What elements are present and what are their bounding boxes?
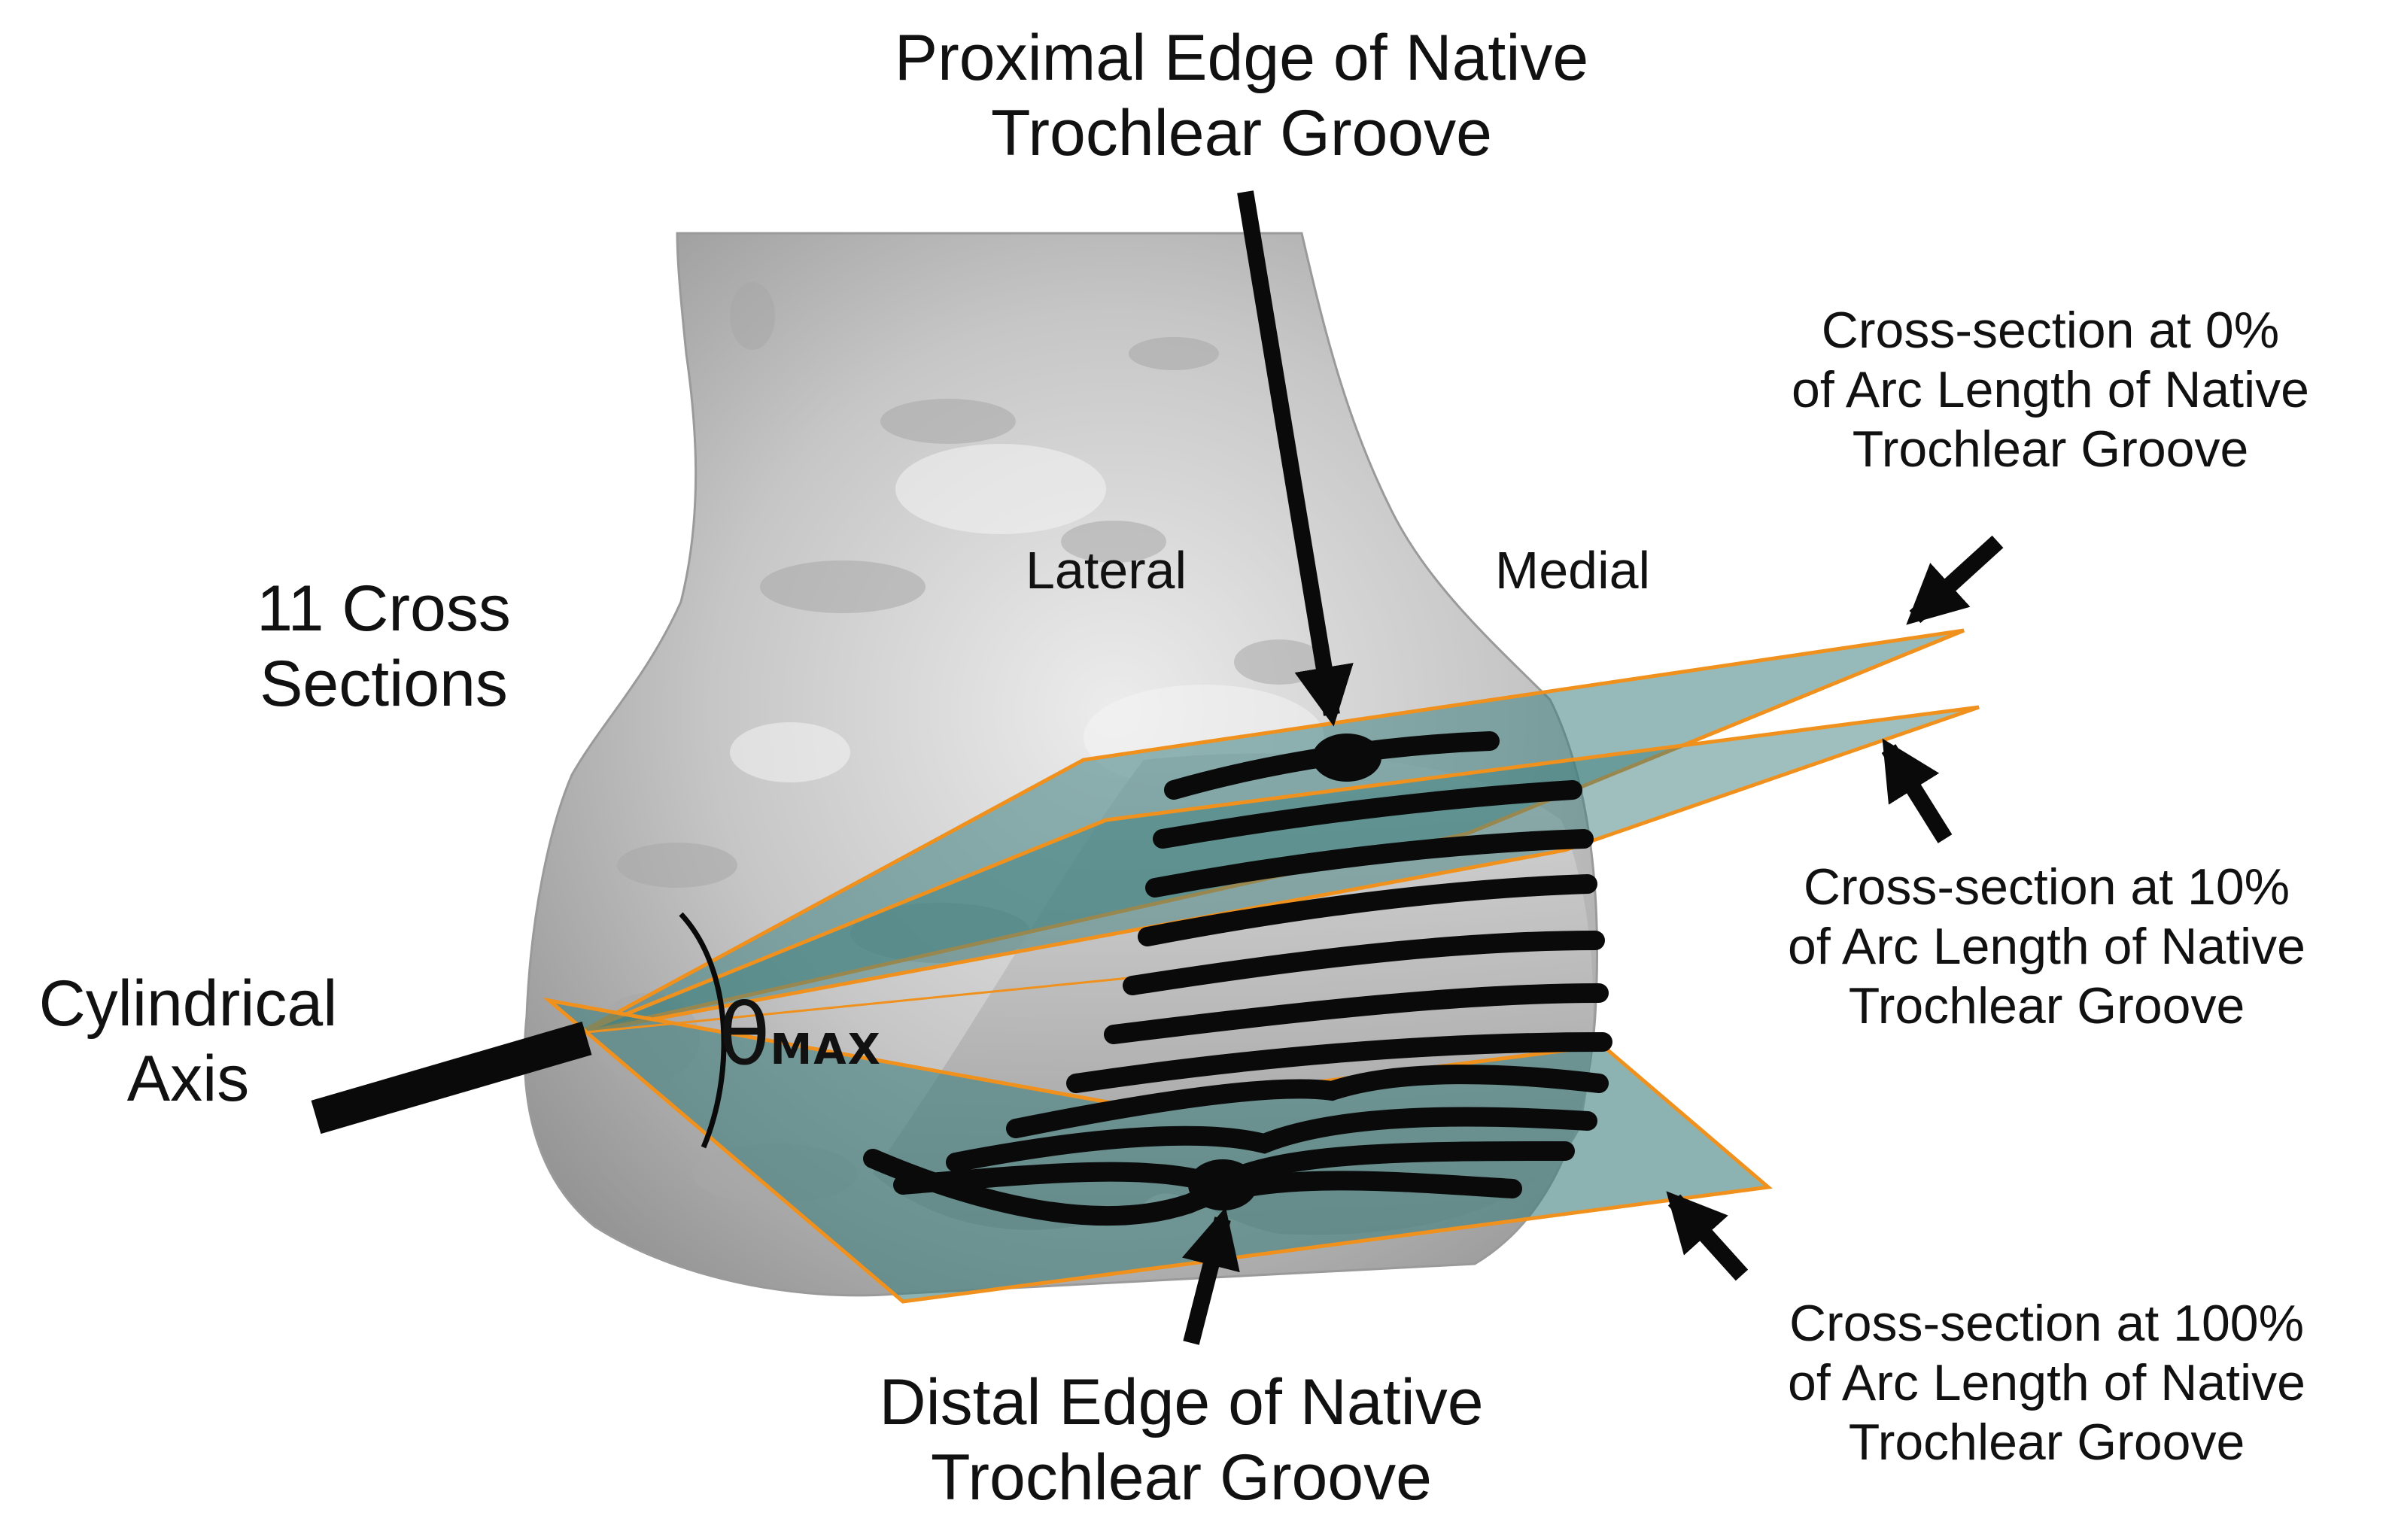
distal-edge-arrow [1181,1207,1240,1345]
theta-symbol: θ [719,986,770,1084]
contour-line-9 [946,1107,1597,1172]
cs-0-label: Cross-section at 0% of Arc Length of Nat… [1701,301,2389,479]
cs-10-arrow [1881,738,1953,843]
cross-sections-count-label: 11 Cross Sections [203,572,564,722]
cs-10-line-1: Cross-section at 10% [1803,858,2290,916]
proximal-edge-line-2: Trochlear Groove [991,96,1492,169]
distal-edge-marker [1188,1159,1257,1210]
proximal-edge-arrow [1237,190,1354,727]
theta-arc [679,912,727,1149]
cs-100-line-1: Cross-section at 100% [1789,1295,2305,1352]
distal-edge-line-1: Distal Edge of Native [879,1366,1484,1438]
pointer-arrows [1181,190,2004,1345]
theta-subscript: MAX [770,1025,882,1074]
cs-10-label: Cross-section at 10% of Arc Length of Na… [1708,858,2385,1036]
proximal-edge-label: Proximal Edge of Native Trochlear Groove [813,21,1670,172]
cs-100-line-2: of Arc Length of Native [1788,1353,2305,1411]
cs-0-line-3: Trochlear Groove [1852,420,2249,478]
cs-0-arrow [1906,535,2004,625]
cylindrical-axis-line-1: Cylindrical [38,967,338,1040]
medial-label: Medial [1494,541,1651,600]
cs-10-line-2: of Arc Length of Native [1788,917,2305,975]
contour-line-8 [1006,1065,1609,1138]
cs-100-label: Cross-section at 100% of Arc Length of N… [1708,1294,2385,1472]
proximal-edge-marker [1312,734,1381,782]
contour-line-5 [1123,931,1605,995]
contour-line-4 [1138,874,1597,946]
cross-sections-line-2: Sections [260,647,508,720]
proximal-edge-line-1: Proximal Edge of Native [894,22,1589,94]
cs-100-arrow [1666,1191,1749,1281]
distal-edge-label: Distal Edge of Native Trochlear Groove [798,1365,1565,1516]
cylindrical-axis-line-2: Axis [126,1042,250,1115]
cs-10-line-3: Trochlear Groove [1848,977,2245,1034]
contour-line-7 [1066,1032,1612,1093]
cross-sections-line-1: 11 Cross [257,573,511,645]
cs-100-line-3: Trochlear Groove [1848,1413,2245,1471]
contour-line-3 [1145,829,1594,898]
cylindrical-axis-bar [311,1021,592,1134]
distal-edge-line-2: Trochlear Groove [931,1441,1432,1514]
contour-line-2 [1153,780,1582,849]
lateral-label: Lateral [1025,541,1187,600]
cs-0-line-2: of Arc Length of Native [1792,360,2309,418]
theta-max-label: θMAX [719,993,882,1077]
contour-line-6 [1104,983,1609,1044]
contour-line-11 [863,1149,1522,1226]
cylindrical-axis-label: Cylindrical Axis [8,967,369,1117]
cs-0-line-1: Cross-section at 0% [1821,302,2280,359]
